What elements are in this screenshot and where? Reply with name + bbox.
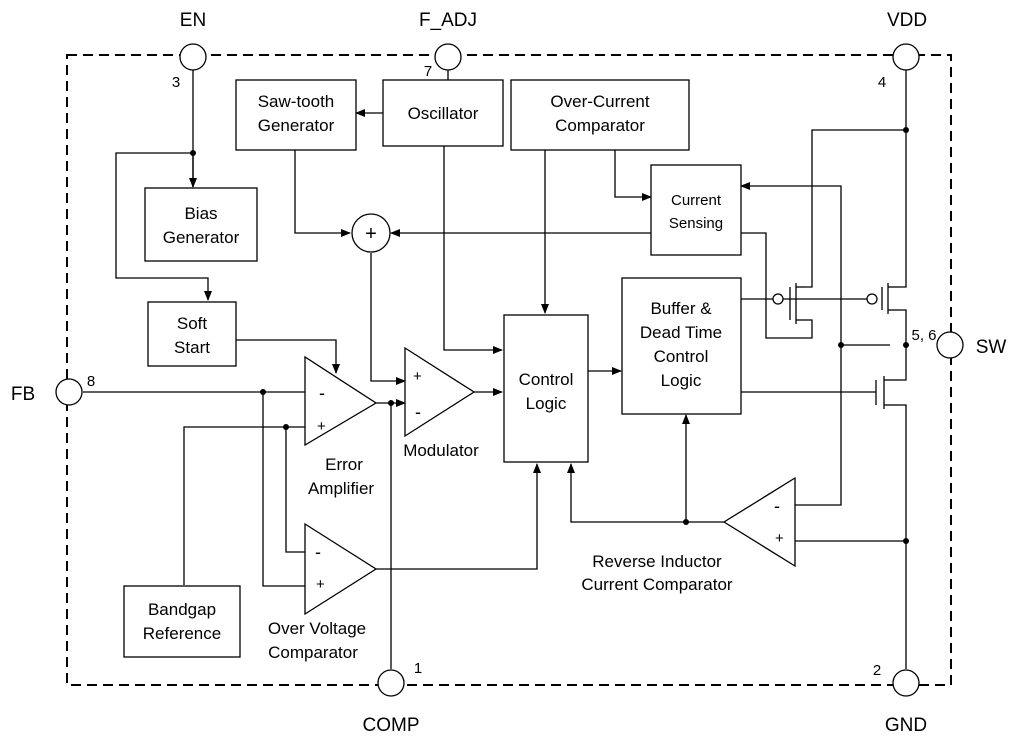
svg-text:EN: EN	[180, 10, 206, 31]
svg-text:Reverse Inductor: Reverse Inductor	[592, 552, 722, 571]
svg-text:Dead Time: Dead Time	[640, 323, 722, 342]
svg-text:Generator: Generator	[163, 228, 240, 247]
svg-text:-: -	[315, 542, 321, 562]
pin-vdd: VDD 4	[878, 10, 927, 91]
modulator: + - Modulator	[403, 346, 479, 460]
svg-text:Current Comparator: Current Comparator	[581, 575, 733, 594]
svg-text:+: +	[317, 418, 326, 435]
pin-fb: FB 8	[11, 373, 95, 406]
svg-text:Logic: Logic	[526, 394, 567, 413]
summing-junction: +	[351, 213, 391, 253]
svg-text:Bandgap: Bandgap	[148, 600, 216, 619]
svg-text:Generator: Generator	[258, 116, 335, 135]
svg-text:+: +	[413, 368, 422, 385]
svg-text:Bias: Bias	[184, 204, 217, 223]
svg-text:Oscillator: Oscillator	[408, 104, 479, 123]
svg-text:-: -	[774, 496, 780, 516]
svg-text:Buffer &: Buffer &	[650, 299, 712, 318]
svg-text:Control: Control	[519, 370, 574, 389]
reverse-inductor-current-comparator: - + Reverse Inductor Current Comparator	[581, 476, 796, 594]
pin-comp: COMP 1	[363, 660, 423, 736]
svg-text:+: +	[365, 223, 377, 245]
svg-text:Start: Start	[174, 338, 210, 357]
svg-text:GND: GND	[885, 715, 927, 736]
svg-text:Modulator: Modulator	[403, 441, 479, 460]
ic-boundary	[66, 54, 952, 686]
pin-f-adj: F_ADJ 7	[419, 10, 477, 80]
svg-text:Error: Error	[325, 455, 363, 474]
soft-start-block: Soft Start	[147, 301, 237, 367]
pin-gnd: GND 2	[873, 662, 927, 736]
svg-text:Over-Current: Over-Current	[550, 92, 649, 111]
pin-en: EN 3	[172, 10, 207, 91]
sense-pmos	[772, 283, 806, 324]
svg-text:Current: Current	[671, 192, 722, 209]
svg-text:VDD: VDD	[887, 10, 927, 31]
sawtooth-generator-block: Saw-tooth Generator	[235, 79, 357, 151]
svg-text:Logic: Logic	[661, 371, 702, 390]
svg-text:-: -	[415, 402, 421, 422]
over-voltage-comparator: - + Over Voltage Comparator	[268, 522, 378, 662]
svg-text:3: 3	[172, 74, 180, 91]
junctions	[190, 127, 909, 544]
svg-text:+: +	[775, 530, 784, 547]
svg-text:7: 7	[424, 63, 432, 80]
svg-text:Control: Control	[654, 347, 709, 366]
svg-text:5, 6: 5, 6	[911, 327, 936, 344]
current-sensing-block: Current Sensing	[650, 164, 742, 256]
svg-text:Over Voltage: Over Voltage	[268, 619, 366, 638]
svg-text:Saw-tooth: Saw-tooth	[258, 92, 335, 111]
svg-text:Amplifier: Amplifier	[308, 479, 374, 498]
svg-text:+: +	[316, 576, 325, 593]
bandgap-reference-block: Bandgap Reference	[123, 585, 241, 658]
svg-text:COMP: COMP	[363, 715, 420, 736]
wiring	[83, 60, 907, 669]
svg-text:FB: FB	[11, 384, 35, 405]
low-side-nmos	[875, 376, 900, 409]
svg-text:Comparator: Comparator	[555, 116, 645, 135]
svg-text:2: 2	[873, 662, 881, 679]
svg-text:8: 8	[87, 373, 95, 390]
svg-text:Reference: Reference	[143, 624, 221, 643]
control-logic-block: Control Logic	[503, 314, 589, 463]
over-current-comparator-block: Over-Current Comparator	[510, 79, 690, 151]
high-side-pmos	[866, 283, 900, 314]
error-amplifier: - + Error Amplifier	[304, 355, 378, 498]
oscillator-block: Oscillator	[382, 79, 504, 147]
svg-text:F_ADJ: F_ADJ	[419, 10, 477, 31]
svg-text:Comparator: Comparator	[268, 643, 358, 662]
svg-text:1: 1	[414, 660, 422, 677]
svg-text:4: 4	[878, 74, 886, 91]
bias-generator-block: Bias Generator	[144, 187, 258, 262]
svg-text:Sensing: Sensing	[669, 215, 723, 232]
svg-text:SW: SW	[976, 337, 1007, 358]
svg-text:-: -	[319, 383, 325, 403]
buffer-deadtime-block: Buffer & Dead Time Control Logic	[621, 277, 742, 415]
svg-text:Soft: Soft	[177, 314, 208, 333]
pin-sw: SW 5, 6	[911, 327, 1007, 359]
